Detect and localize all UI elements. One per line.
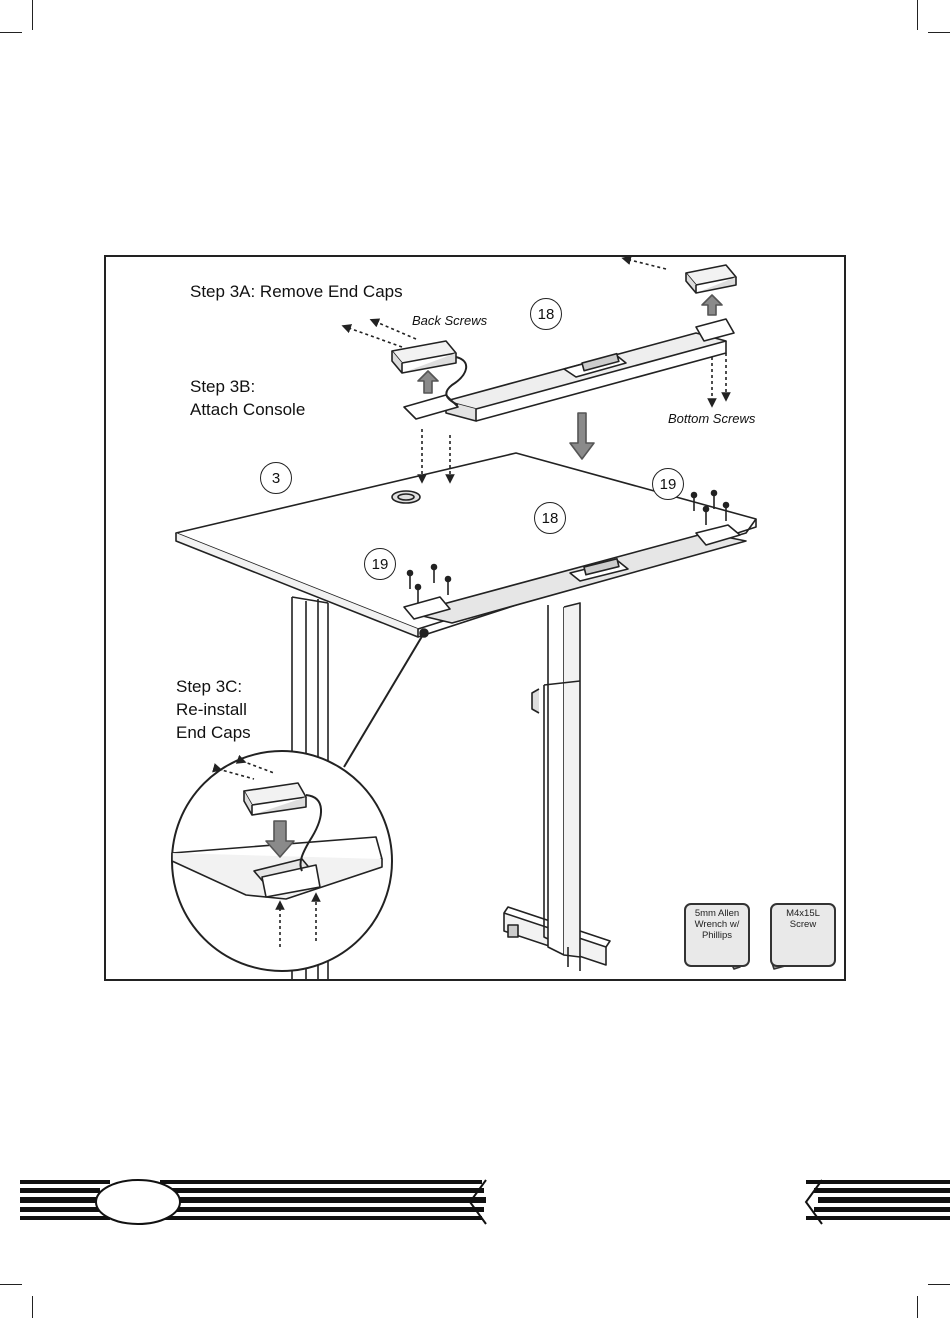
callout-part-19-right: 19 [652, 468, 684, 500]
callout-part-3-desktop: 3 [260, 462, 292, 494]
crop-mark-top-right-v [917, 0, 918, 30]
right-leg [532, 603, 580, 971]
lift-arrow-right [702, 295, 722, 315]
crop-mark-top-left-v [32, 0, 33, 30]
crop-mark-bottom-left-v [32, 1296, 33, 1318]
zoom-detail-circle [172, 751, 392, 971]
crop-mark-top-left-h [0, 32, 22, 33]
step-3a-title: Step 3A: Remove End Caps [190, 280, 403, 303]
tool-allen-wrench-box: 5mm Allen Wrench w/ Phillips [684, 903, 750, 967]
back-screws-label: Back Screws [412, 313, 487, 328]
callout-part-18-desk: 18 [534, 502, 566, 534]
step-3b-title: Step 3B: Attach Console [190, 375, 305, 421]
assembly-diagram: Step 3A: Remove End Caps Step 3B: Attach… [104, 255, 846, 981]
lift-arrow-left [418, 371, 438, 393]
crop-mark-top-right-h [928, 32, 950, 33]
desk-assembly-illustration [106, 257, 846, 981]
tool-screw-box: M4x15L Screw [770, 903, 836, 967]
zoom-leader-line [344, 633, 424, 767]
floating-console-rail [404, 319, 734, 421]
footer-decorative-band [0, 1178, 950, 1226]
zoom-anchor-dot [420, 629, 428, 637]
tool-allen-wrench-label: 5mm Allen Wrench w/ Phillips [686, 908, 748, 941]
back-screw-arrows [346, 259, 666, 347]
callout-part-18-console: 18 [530, 298, 562, 330]
step-3c-title: Step 3C: Re-install End Caps [176, 675, 251, 744]
removed-end-cap-right [686, 265, 736, 293]
crop-mark-bottom-right-h [928, 1284, 950, 1285]
crop-mark-bottom-left-h [0, 1284, 22, 1285]
lower-console-arrow [570, 413, 594, 459]
crop-mark-bottom-right-v [917, 1296, 918, 1318]
bottom-screws-label: Bottom Screws [668, 411, 755, 426]
callout-part-19-left: 19 [364, 548, 396, 580]
tool-screw-label: M4x15L Screw [772, 908, 834, 930]
